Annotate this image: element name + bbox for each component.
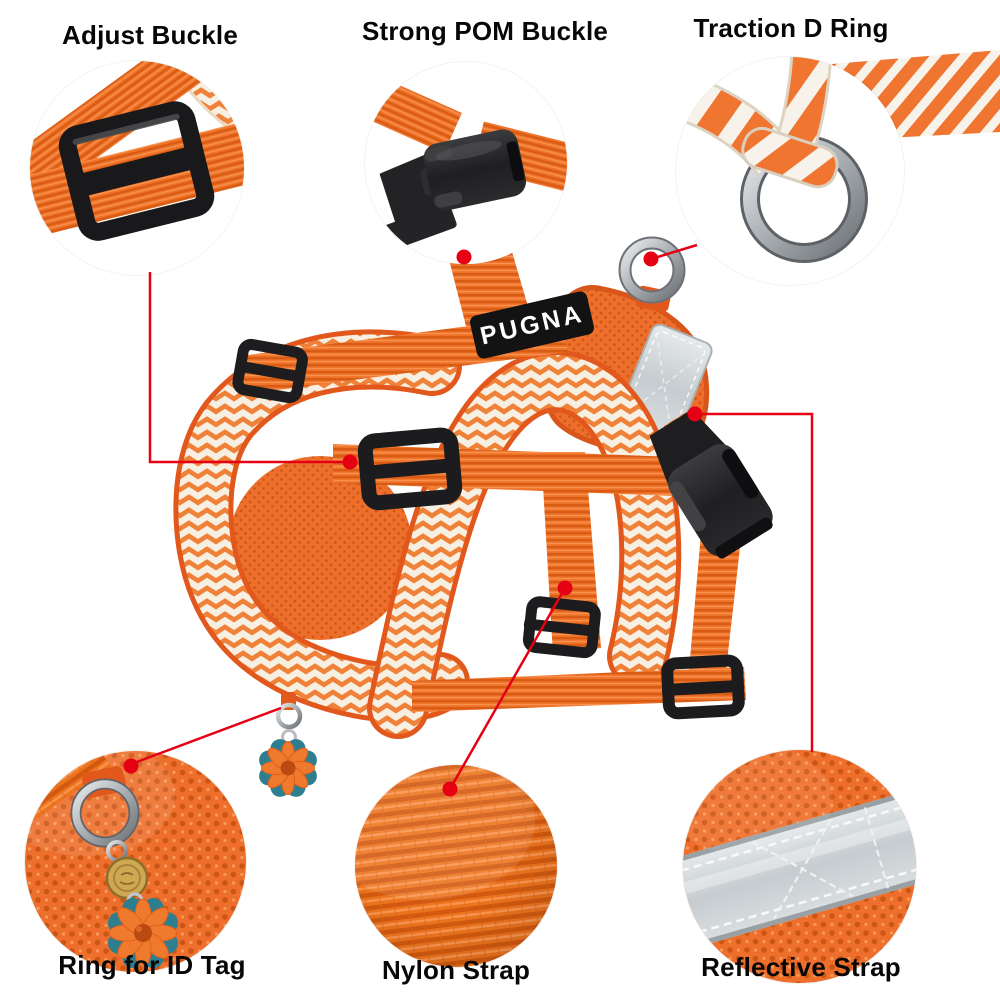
chest-strap [333, 444, 701, 497]
adjust-buckle-left [232, 338, 308, 404]
feature-label-adjust-buckle: Adjust Buckle [62, 20, 238, 50]
strap-fold [741, 126, 839, 189]
callout-circle-nylon-strap [355, 765, 557, 967]
pom-buckle-detail [379, 129, 527, 230]
callout-circle-strong-pom-buckle [365, 62, 567, 264]
feature-label-ring-for-id-tag: Ring for ID Tag [58, 950, 246, 980]
flower-charm-detail [108, 898, 178, 968]
id-tag [105, 856, 149, 900]
padded-arch [372, 355, 677, 734]
callout-circle-adjust-buckle [30, 61, 244, 275]
adjust-buckle-center [357, 427, 463, 511]
feature-label-reflective-strap: Reflective Strap [701, 952, 901, 982]
feature-label-strong-pom-buckle: Strong POM Buckle [361, 16, 609, 46]
callout-circle-reflective-strap [683, 750, 916, 983]
adjust-buckle-detail-image [30, 61, 244, 275]
callout-circle-ring-for-id-tag [25, 751, 246, 972]
id-tag-assembly [259, 692, 317, 797]
feature-label-traction-d-ring: Traction D Ring [693, 13, 889, 43]
top-d-ring [618, 236, 686, 313]
pom-buckle-detail-image [365, 62, 567, 264]
nylon-strap-detail-image [355, 765, 557, 967]
id-d-ring [70, 766, 140, 848]
reflective-strap-detail [683, 777, 916, 960]
id-tag-detail-image [25, 751, 246, 972]
flower-charm [259, 739, 317, 797]
reflective-strap-detail-image [683, 750, 916, 983]
tri-glide-buckle [58, 101, 215, 241]
d-ring-detail-image [676, 57, 904, 285]
callout-circle-traction-d-ring [676, 57, 904, 285]
feature-label-nylon-strap: Nylon Strap [381, 955, 531, 985]
strap-slider [522, 596, 601, 659]
